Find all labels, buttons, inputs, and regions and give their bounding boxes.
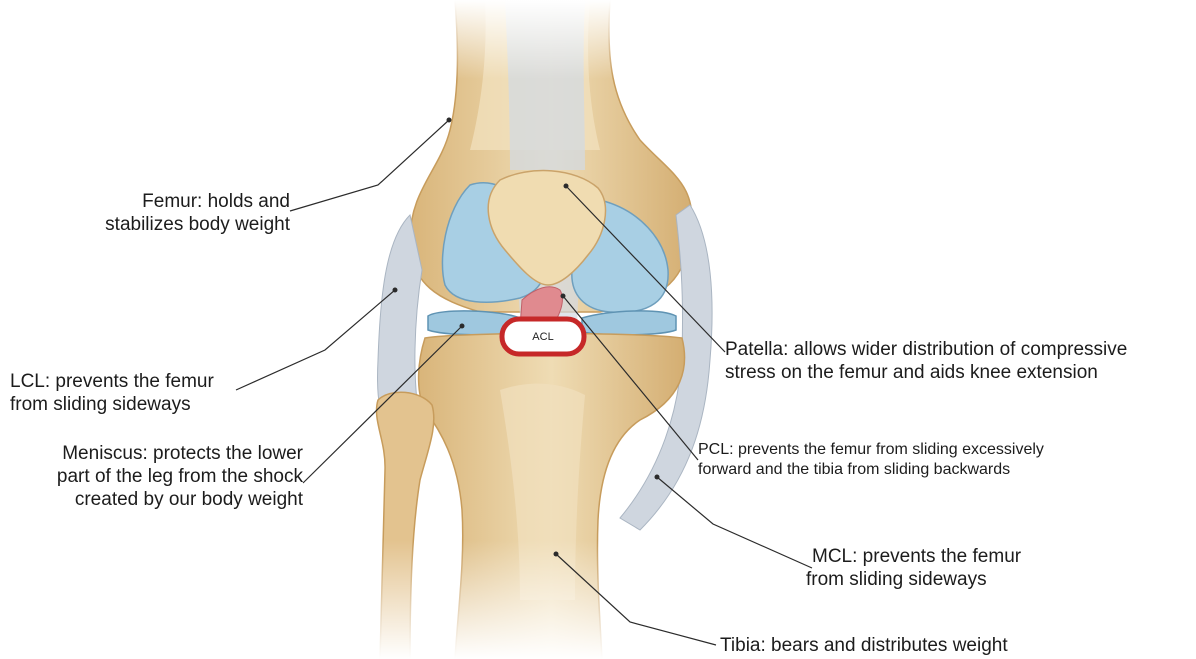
femur-label: Femur: holds and stabilizes body weight bbox=[40, 190, 290, 236]
pcl-label-line-2: forward and the tibia from sliding backw… bbox=[698, 460, 1044, 480]
femur-label-line-1: Femur: holds and bbox=[40, 190, 290, 213]
lcl-label: LCL: prevents the femur from sliding sid… bbox=[10, 370, 214, 416]
pcl-label-line-1: PCL: prevents the femur from sliding exc… bbox=[698, 440, 1044, 460]
lcl-label-line-2: from sliding sideways bbox=[10, 393, 214, 416]
mcl-label-line-2: from sliding sideways bbox=[806, 568, 1021, 591]
patella-label-line-1: Patella: allows wider distribution of co… bbox=[725, 338, 1127, 361]
meniscus-label-line-2: part of the leg from the shock bbox=[20, 465, 303, 488]
mcl-label-line-1: MCL: prevents the femur bbox=[806, 545, 1021, 568]
acl-badge: ACL bbox=[502, 319, 584, 354]
femur-label-line-2: stabilizes body weight bbox=[40, 213, 290, 236]
meniscus-label-line-1: Meniscus: protects the lower bbox=[20, 442, 303, 465]
patella-label: Patella: allows wider distribution of co… bbox=[725, 338, 1127, 384]
tibia-label: Tibia: bears and distributes weight bbox=[720, 634, 1008, 657]
pcl-label: PCL: prevents the femur from sliding exc… bbox=[698, 440, 1044, 480]
tibia-label-line-1: Tibia: bears and distributes weight bbox=[720, 634, 1008, 657]
lcl-label-line-1: LCL: prevents the femur bbox=[10, 370, 214, 393]
patella-label-line-2: stress on the femur and aids knee extens… bbox=[725, 361, 1127, 384]
acl-label: ACL bbox=[532, 331, 553, 343]
mcl-label: MCL: prevents the femur from sliding sid… bbox=[806, 545, 1021, 591]
meniscus-label: Meniscus: protects the lower part of the… bbox=[20, 442, 303, 511]
meniscus-label-line-3: created by our body weight bbox=[20, 488, 303, 511]
